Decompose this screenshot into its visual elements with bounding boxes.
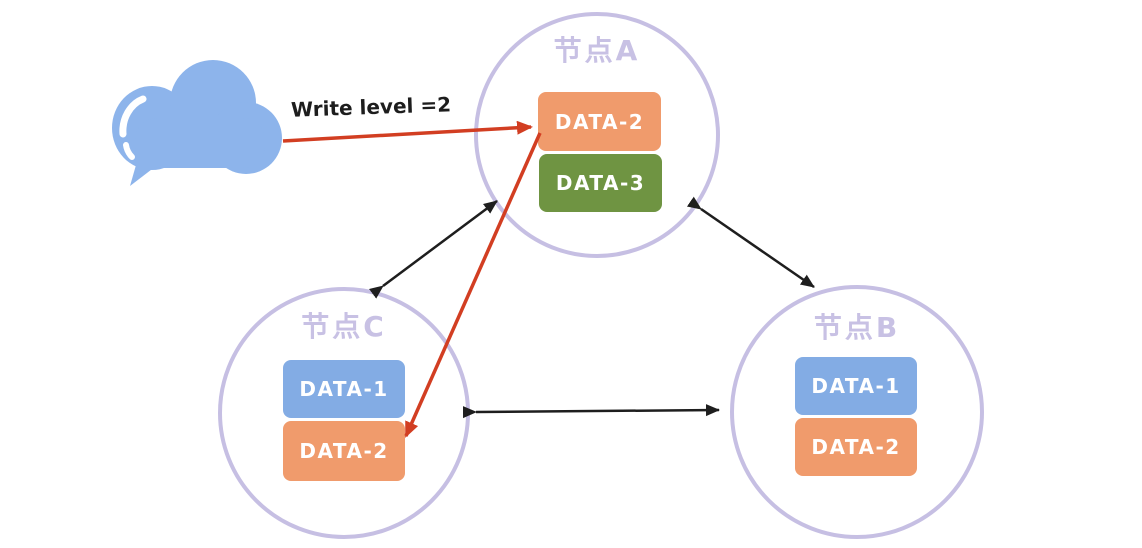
node-b-data-1-box: DATA-1 — [795, 357, 917, 415]
write-level-label: Write level =2 — [290, 92, 452, 122]
node-b-circle — [730, 285, 984, 539]
node-c-title: 节点C — [301, 310, 387, 343]
node-c-data-2-box: DATA-2 — [283, 421, 405, 481]
node-a-title: 节点A — [553, 34, 641, 67]
arrow-node-c-node-b — [462, 404, 720, 419]
node-b-title: 节点B — [813, 311, 901, 344]
node-a-data-2-box: DATA-2 — [538, 92, 661, 151]
arrow-node-a-node-c — [368, 199, 498, 299]
arrow-node-a-node-b — [686, 196, 815, 289]
node-c-data-1-box: DATA-1 — [283, 360, 405, 418]
node-a-data-3-box: DATA-3 — [539, 154, 662, 212]
node-b-data-2-box: DATA-2 — [795, 418, 917, 476]
cloud-icon — [112, 60, 282, 186]
